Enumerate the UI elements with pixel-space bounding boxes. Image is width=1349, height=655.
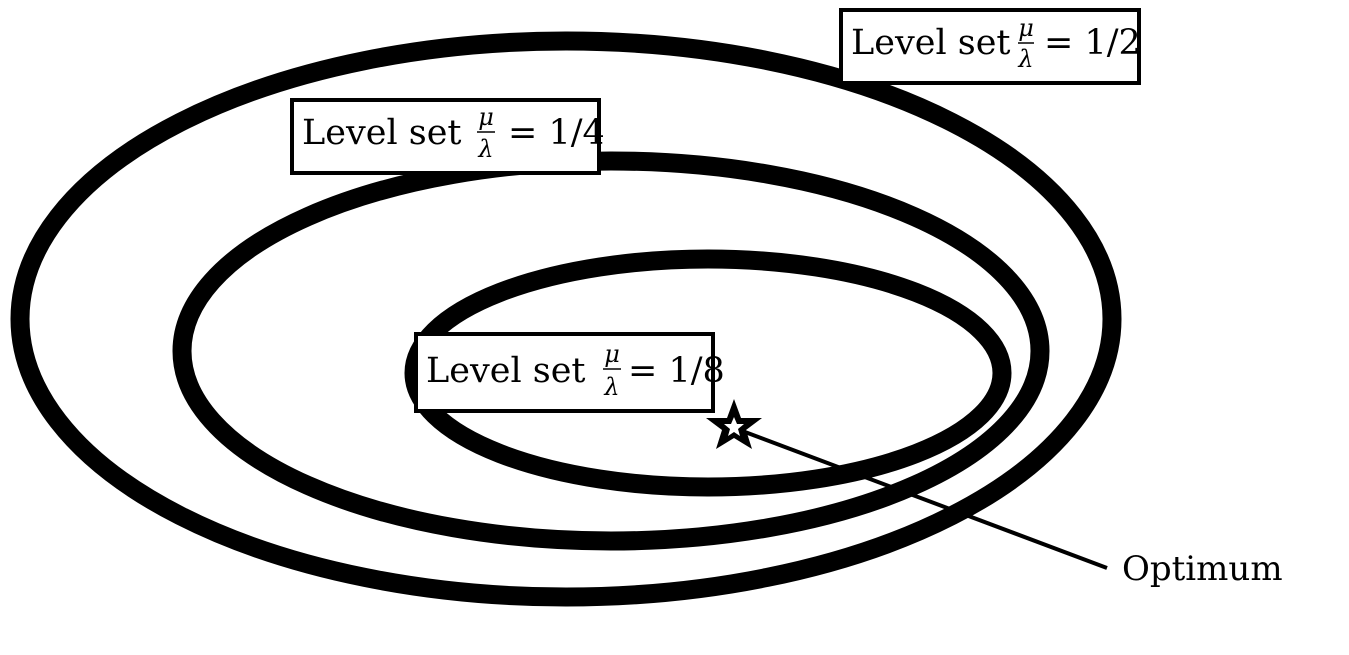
label-mu-half: μ [1018,14,1034,42]
label-box-eighth [414,332,715,413]
label-level-set-quarter: Level set μ λ = 1/4 [290,98,605,175]
label-value-quarter: = 1/4 [508,113,605,153]
optimum-label: Optimum [1122,549,1283,589]
label-lambda-half: λ [1017,45,1033,73]
label-level-set-half: Level set μ λ = 1/2 [839,8,1141,85]
label-value-eighth: = 1/8 [628,351,725,391]
label-mu-eighth: μ [604,340,620,368]
label-prefix-half: Level set [851,23,1011,63]
optimum-star-icon [706,399,762,449]
level-set-outer-ellipse [10,31,1122,607]
level-set-middle-ellipse [172,151,1050,551]
label-value-half: = 1/2 [1044,23,1141,63]
label-prefix-eighth: Level set [426,351,586,391]
label-mu-quarter: μ [478,103,494,131]
label-level-set-eighth: Level set μ λ = 1/8 [414,332,725,413]
label-box-half [839,8,1141,85]
label-prefix-quarter: Level set [302,113,462,153]
label-lambda-eighth: λ [603,373,619,401]
label-box-quarter [290,98,601,175]
label-lambda-quarter: λ [477,135,493,163]
optimum-pointer-line [744,430,1108,570]
